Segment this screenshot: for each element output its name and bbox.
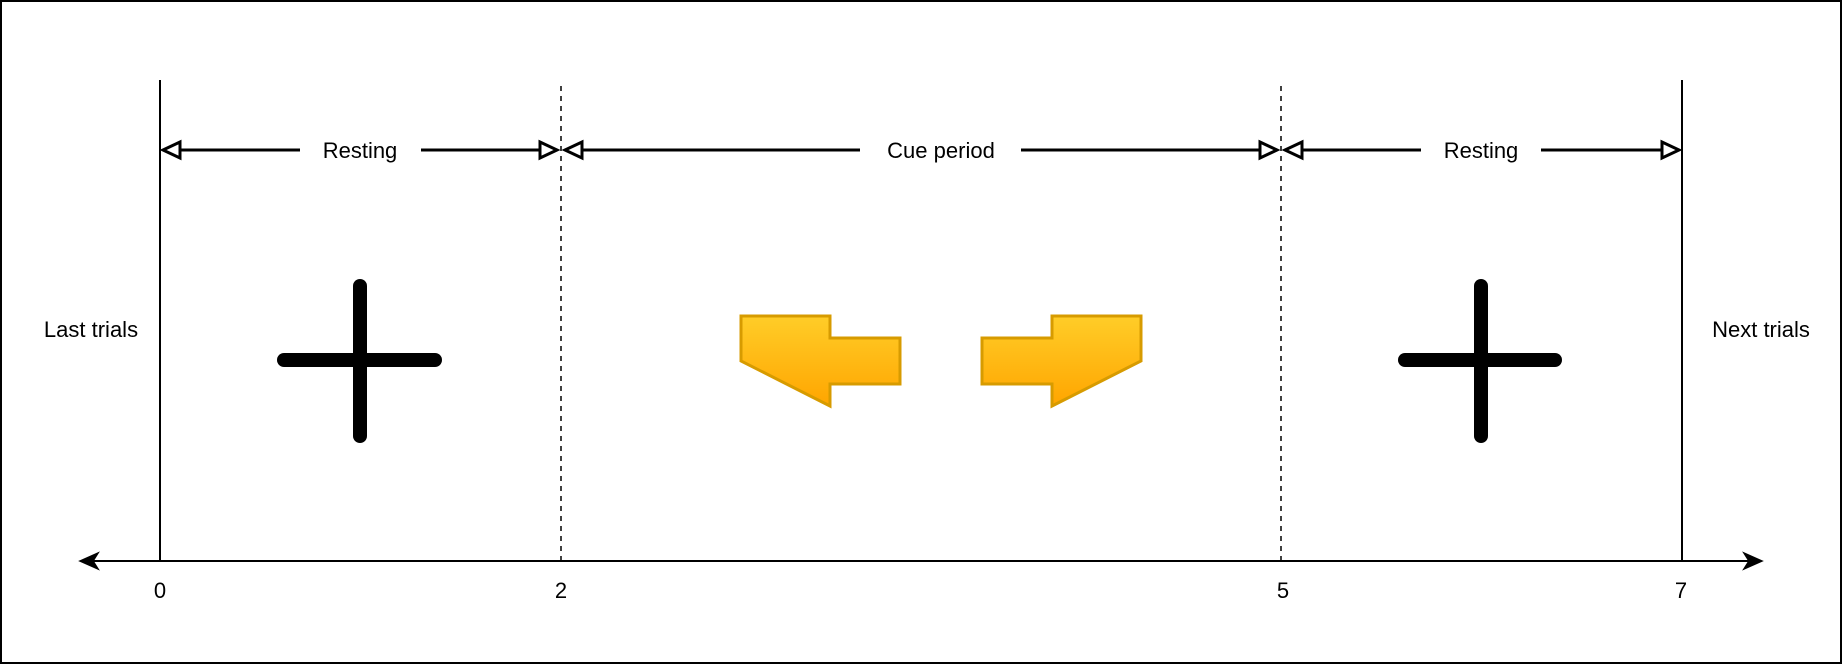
axis-arrowhead-right-icon (1742, 551, 1764, 571)
time-axis (78, 551, 1764, 571)
resting-label-2: Resting (1444, 138, 1519, 163)
fixation-cross-icon (277, 279, 442, 443)
span-arrowhead-right-icon (1660, 139, 1683, 161)
tick-label-0: 0 (154, 578, 166, 603)
cue-period-span: Cue period (561, 138, 1281, 163)
span-arrowhead-right-icon (538, 139, 561, 161)
last-trials-label: Last trials (44, 317, 138, 342)
span-arrowhead-left-icon (561, 139, 584, 161)
resting-label-1: Resting (323, 138, 398, 163)
resting-span-1: Resting (159, 138, 561, 163)
right-arrow-icon (980, 314, 1143, 409)
tick-label-5: 5 (1277, 578, 1289, 603)
left-arrow-icon (739, 314, 902, 409)
cue-period-label: Cue period (887, 138, 995, 163)
span-arrowhead-right-icon (1258, 139, 1281, 161)
span-arrowhead-left-icon (159, 139, 182, 161)
tick-label-7: 7 (1675, 578, 1687, 603)
tick-label-2: 2 (555, 578, 567, 603)
span-arrowhead-left-icon (1281, 139, 1304, 161)
resting-span-2: Resting (1281, 138, 1683, 163)
axis-arrowhead-left-icon (78, 551, 100, 571)
next-trials-label: Next trials (1712, 317, 1810, 342)
fixation-cross-icon (1398, 279, 1562, 443)
